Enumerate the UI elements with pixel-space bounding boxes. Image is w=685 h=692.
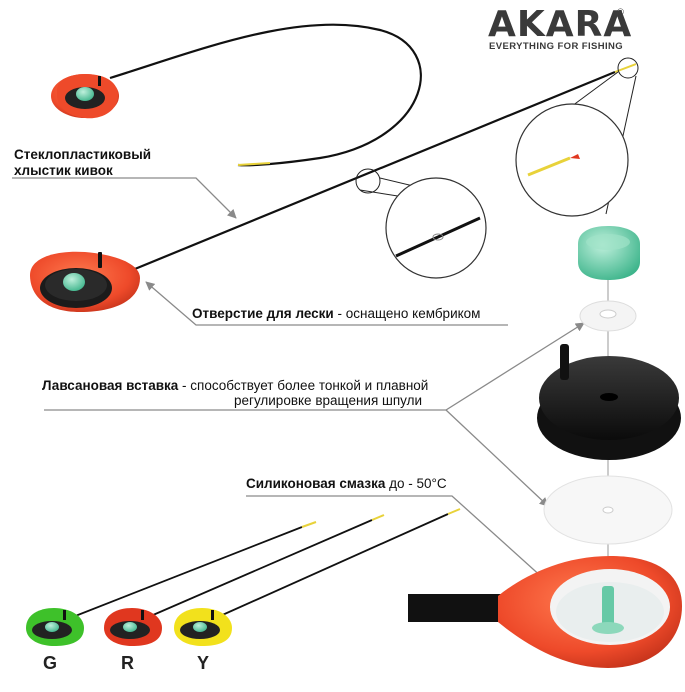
callout-silicone: Силиконовая смазка до - 50°С <box>246 476 447 492</box>
variant-label-y: Y <box>197 653 210 673</box>
main-rod <box>30 63 637 312</box>
variant-reel-yellow <box>174 608 232 646</box>
brand-logo: AKARA <box>488 4 633 45</box>
variant-rods <box>26 508 461 646</box>
callout-line-hole-bold: Отверстие для лески <box>192 306 334 321</box>
registered-mark: ® <box>616 8 625 18</box>
variant-label-r: R <box>121 653 134 673</box>
callout-line-hole: Отверстие для лески - оснащено кембриком <box>192 306 480 322</box>
callout-lavsan: Лавсановая вставка - способствует более … <box>42 378 428 394</box>
brand-tagline: EVERYTHING FOR FISHING <box>489 41 624 52</box>
callout-line-hole-rest: - оснащено кембриком <box>333 306 481 321</box>
variant-label-g: G <box>43 653 58 673</box>
callout-lavsan-rest: - способствует более тонкой и плавной <box>178 378 429 393</box>
callout-lavsan-bold: Лавсановая вставка <box>42 378 179 393</box>
callout-whip-line2: хлыстик кивок <box>14 163 113 178</box>
variant-reel-red <box>104 608 162 646</box>
variant-reel-green <box>26 608 84 646</box>
callout-silicone-bold: Силиконовая смазка <box>246 476 386 491</box>
callout-whip-line1: Стеклопластиковый <box>14 147 152 162</box>
exploded-view <box>408 226 682 668</box>
small-rod-top <box>51 23 422 167</box>
detail-circle-joint <box>385 177 487 279</box>
callout-silicone-rest: до - 50°С <box>385 476 447 491</box>
callout-lavsan-line2: регулировке вращения шпули <box>234 393 423 408</box>
detail-circle-tip <box>515 103 629 217</box>
callout-whip: Стеклопластиковый хлыстик кивок <box>14 147 151 179</box>
